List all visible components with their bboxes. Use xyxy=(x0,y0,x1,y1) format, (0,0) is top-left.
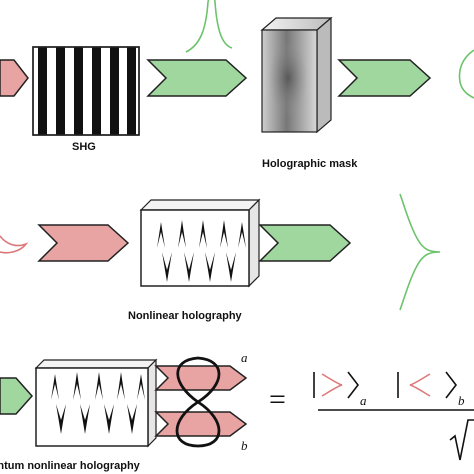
output-a-label: a xyxy=(241,350,248,365)
ket-sub-b: b xyxy=(458,393,465,408)
quantum-nonlinear-holography-label: Quantum nonlinear holography xyxy=(0,460,141,472)
top-panel: SHG Holographic mask xyxy=(0,0,474,170)
sqrt-sign xyxy=(449,419,474,461)
pump-arrow-middle xyxy=(37,224,130,262)
nonlinear-holography-label: Nonlinear holography xyxy=(128,310,243,322)
shg-arrow-green xyxy=(146,59,248,97)
output-b-label: b xyxy=(241,438,248,453)
pump-curve-middle xyxy=(0,235,29,254)
ket-sub-a: a xyxy=(360,393,367,408)
holographic-mask xyxy=(260,16,333,134)
entanglement-loop xyxy=(175,356,221,448)
shg-arrow-middle xyxy=(258,224,352,262)
output-arrow-a xyxy=(154,365,248,391)
ket-expression: a b xyxy=(313,371,474,461)
output-arrow-green-top xyxy=(337,59,432,97)
pump-arrow-input xyxy=(0,59,29,97)
gaussian-pulse-top xyxy=(185,0,233,53)
shg-crystal xyxy=(32,46,140,136)
shg-label: SHG xyxy=(72,141,96,153)
pump-arrow-bottom xyxy=(0,377,34,415)
equals-sign: = xyxy=(269,383,286,416)
middle-panel: Nonlinear holography xyxy=(0,193,441,322)
nonlinear-crystal-middle xyxy=(139,198,261,288)
holographic-mask-label: Holographic mask xyxy=(262,158,358,170)
output-beam-curve-top xyxy=(458,49,474,99)
bottom-panel: a b = a b Quantum nonlinear holography xyxy=(0,350,474,472)
nonlinear-crystal-bottom xyxy=(34,358,158,448)
output-arrow-b xyxy=(154,411,248,437)
gaussian-output-middle xyxy=(399,193,441,311)
